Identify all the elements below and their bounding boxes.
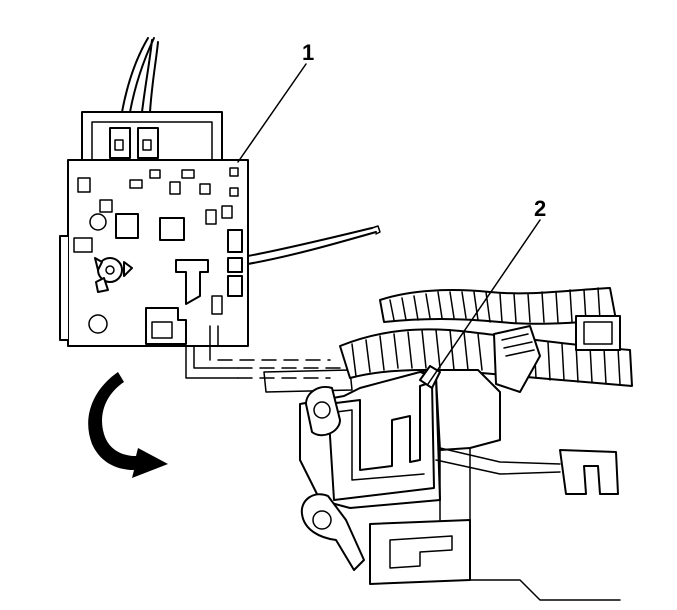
harness-and-bracket	[299, 287, 633, 601]
callout-2: 2	[427, 196, 546, 385]
callout-label-1: 1	[302, 40, 314, 65]
callout-label-2: 2	[534, 196, 546, 221]
module-assembly	[59, 37, 381, 347]
installation-path	[185, 325, 353, 393]
callout-1: 1	[237, 40, 314, 163]
rotation-arrow	[88, 372, 168, 478]
